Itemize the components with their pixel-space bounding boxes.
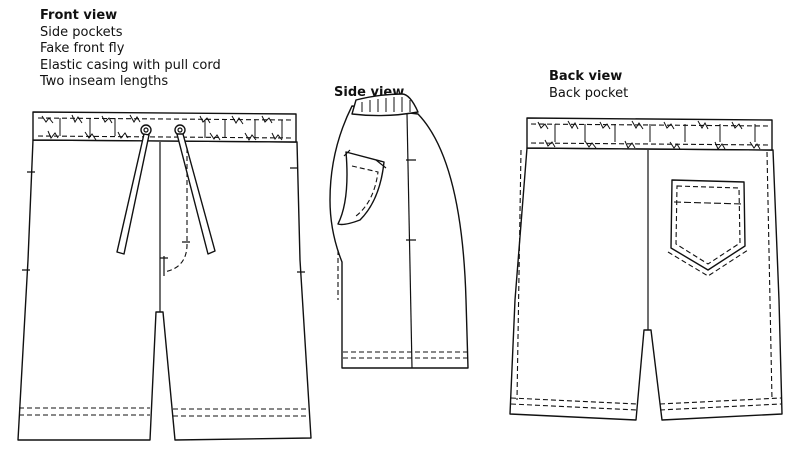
- front-view-drawing: [17, 111, 312, 441]
- back-pocket-flap-stitch: [673, 201, 744, 205]
- front-view-title: Front view: [40, 8, 118, 23]
- back-left-hem-stitch-2: [510, 403, 638, 411]
- back-view-drawing: [509, 117, 783, 421]
- back-pocket-stitch: [675, 185, 741, 265]
- side-pocket-stitch: [351, 165, 379, 217]
- front-waistband-stitch-top: [37, 117, 293, 121]
- side-waistband-gathers: [361, 97, 411, 112]
- side-shorts-body: [329, 105, 469, 369]
- front-waistband-stitch-bottom: [37, 135, 293, 139]
- front-feature-side-pockets: Side pockets: [40, 24, 123, 40]
- back-side-stitch-right: [766, 151, 773, 401]
- front-fake-fly-stitch: [163, 148, 188, 273]
- front-feature-inseam-lengths: Two inseam lengths: [40, 74, 169, 89]
- back-view-caption: Back view Back pocket: [549, 69, 628, 102]
- front-waistband-pleats: [59, 118, 283, 138]
- front-view-caption: Front view Side pockets Fake front fly E…: [40, 8, 221, 91]
- front-pull-cord-left: [116, 133, 150, 255]
- front-side-notches: [22, 167, 305, 273]
- back-view-title: Back view: [549, 69, 623, 84]
- front-feature-fake-fly: Fake front fly: [40, 41, 125, 56]
- back-left-hem-stitch: [510, 397, 638, 405]
- back-waistband-pleats: [554, 124, 756, 142]
- back-side-stitch-left: [516, 149, 522, 401]
- front-feature-elastic-casing: Elastic casing with pull cord: [40, 57, 221, 73]
- back-right-hem-stitch: [659, 397, 782, 405]
- side-pocket: [337, 151, 385, 226]
- front-grommet-left: [140, 124, 152, 136]
- side-seam-notches: [406, 159, 416, 241]
- back-right-hem-stitch-2: [659, 403, 782, 411]
- front-shorts-body: [17, 139, 312, 441]
- side-view-drawing: [329, 93, 469, 369]
- back-feature-back-pocket: Back pocket: [549, 85, 629, 101]
